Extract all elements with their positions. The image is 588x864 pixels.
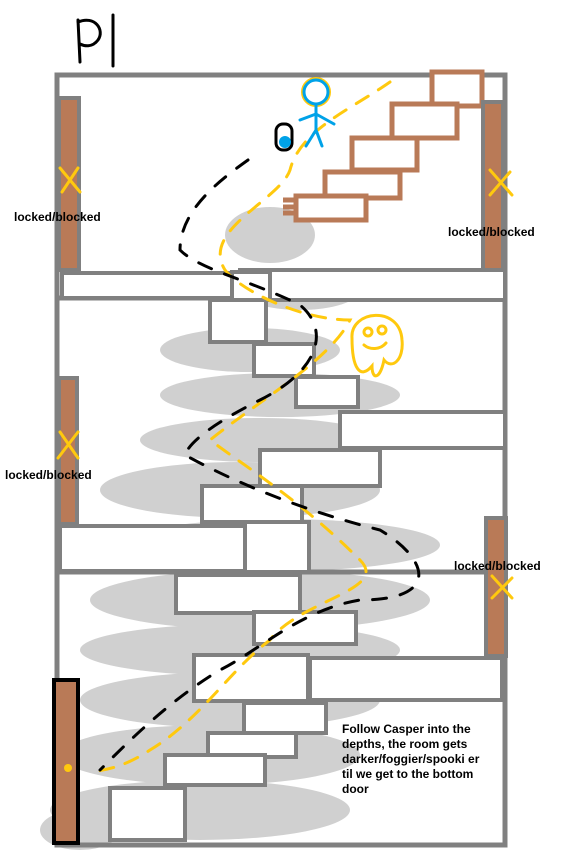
label-right-middle: locked/blocked xyxy=(454,559,541,574)
label-left-middle: locked/blocked xyxy=(5,468,92,483)
bottom-door xyxy=(54,680,78,843)
page-title-glyphs xyxy=(78,15,113,66)
label-right-top: locked/blocked xyxy=(448,225,535,240)
label-left-top: locked/blocked xyxy=(14,210,101,225)
door-knob xyxy=(64,764,72,772)
story-note: Follow Casper into the depths, the room … xyxy=(342,722,487,797)
door-right-top xyxy=(483,102,503,270)
player-figure xyxy=(300,78,334,146)
casper-ghost-icon xyxy=(352,315,402,375)
wooden-staircase xyxy=(283,72,482,220)
lantern-icon xyxy=(276,124,292,150)
